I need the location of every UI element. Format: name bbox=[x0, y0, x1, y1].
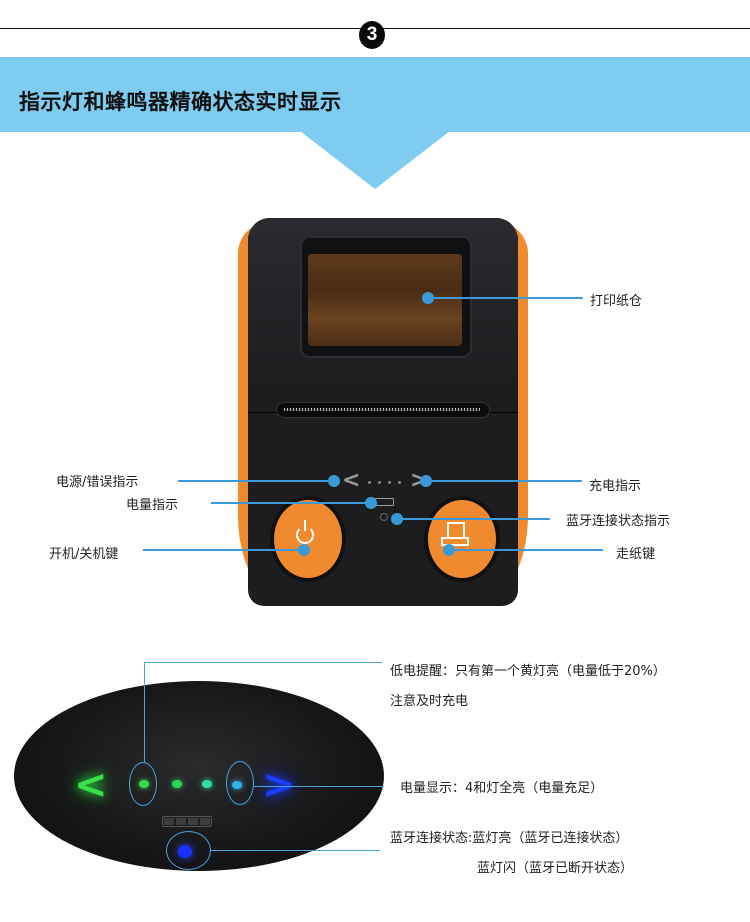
banner-pointer-arrow bbox=[300, 131, 450, 189]
bluetooth-connected-text: 蓝牙连接状态:蓝灯亮（蓝牙已连接状态） bbox=[390, 831, 629, 846]
highlight-ring-fourth-led bbox=[226, 761, 254, 805]
label-paper-bin: 打印纸仓 bbox=[590, 294, 643, 309]
battery-display-text: 电量显示：4和灯全亮（电量充足） bbox=[400, 781, 604, 796]
bluetooth-led bbox=[380, 513, 388, 521]
callout-line bbox=[426, 480, 582, 482]
printer-illustration: < > bbox=[238, 218, 528, 610]
battery-led-2 bbox=[172, 780, 182, 788]
label-battery: 电量指示 bbox=[126, 498, 179, 513]
callout-dot bbox=[298, 544, 310, 556]
bluetooth-disconnected-text: 蓝灯闪（蓝牙已断开状态） bbox=[477, 861, 634, 876]
battery-icon bbox=[374, 498, 394, 506]
power-icon bbox=[296, 526, 314, 544]
callout-line bbox=[143, 549, 303, 551]
feed-button[interactable] bbox=[428, 500, 496, 578]
chevron-left-icon: < bbox=[342, 468, 361, 493]
highlight-ring-first-led bbox=[129, 762, 157, 806]
power-icon-bar bbox=[304, 520, 306, 531]
callout-line bbox=[428, 297, 583, 299]
paper-bin-window bbox=[308, 254, 462, 346]
callout-line bbox=[211, 502, 371, 504]
callout-line bbox=[144, 662, 145, 762]
led-dot bbox=[398, 481, 401, 484]
battery-icon bbox=[162, 816, 212, 827]
label-charge: 充电指示 bbox=[589, 479, 642, 494]
paper-feed-icon-base bbox=[441, 537, 469, 546]
callout-line bbox=[178, 480, 333, 482]
step-number-badge: 3 bbox=[359, 21, 385, 49]
battery-led-3 bbox=[202, 780, 212, 788]
callout-line bbox=[254, 786, 384, 787]
led-dot bbox=[388, 481, 391, 484]
section-banner bbox=[0, 57, 750, 132]
highlight-ring-bluetooth bbox=[166, 831, 211, 870]
label-feed-key: 走纸键 bbox=[616, 547, 656, 562]
tear-bar bbox=[284, 408, 480, 411]
paper-feed-icon bbox=[447, 522, 465, 538]
charge-chevron-icon: > bbox=[262, 762, 296, 808]
led-dot bbox=[368, 481, 371, 484]
led-dot bbox=[378, 481, 381, 484]
callout-dot bbox=[365, 497, 377, 509]
label-power-error: 电源/错误指示 bbox=[56, 475, 139, 490]
low-battery-text: 低电提醒：只有第一个黄灯亮（电量低于20%） bbox=[390, 664, 666, 679]
low-battery-hint: 注意及时充电 bbox=[390, 694, 469, 709]
label-power-key: 开机/关机键 bbox=[49, 547, 119, 562]
callout-line bbox=[144, 662, 382, 663]
callout-line bbox=[397, 518, 550, 520]
callout-line bbox=[210, 850, 380, 851]
power-chevron-icon: < bbox=[74, 762, 108, 808]
callout-line bbox=[449, 549, 603, 551]
callout-dot bbox=[328, 475, 340, 487]
label-bluetooth-status: 蓝牙连接状态指示 bbox=[566, 514, 671, 529]
section-title: 指示灯和蜂鸣器精确状态实时显示 bbox=[19, 89, 342, 114]
